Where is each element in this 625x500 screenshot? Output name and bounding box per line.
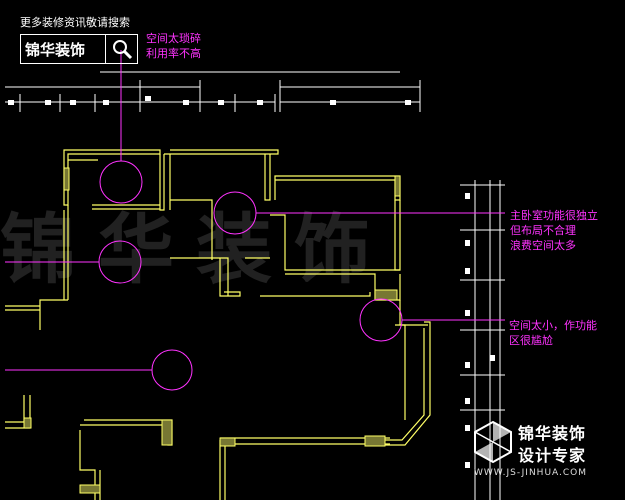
top-dimension-lines <box>5 71 421 112</box>
annotation-line: 空间太琐碎 <box>146 32 201 45</box>
dimension-ticks <box>8 96 411 105</box>
logo-name: 锦华装饰 <box>518 424 587 443</box>
logo-subtitle: 设计专家 <box>518 446 587 465</box>
annotation-line: 利用率不高 <box>146 47 201 60</box>
annotation-function-area: 空间太小，作功能 区很尴尬 <box>509 318 597 348</box>
annotation-master-bedroom: 主卧室功能很独立 但布局不合理 浪费空间太多 <box>510 208 598 253</box>
brand-logo: 锦华装饰 设计专家 WWW.JS-JINHUA.COM <box>470 416 620 486</box>
annotation-line: 区很尴尬 <box>509 334 553 347</box>
search-tip-text: 更多装修资讯敬请搜索 <box>20 16 130 29</box>
annotation-line: 但布局不合理 <box>510 224 576 237</box>
annotation-line: 空间太小，作功能 <box>509 319 597 332</box>
cube-logo-icon <box>474 420 512 464</box>
annotation-line: 浪费空间太多 <box>510 239 576 252</box>
search-icon <box>112 40 132 60</box>
annotation-markers <box>5 50 505 391</box>
brand-search-box[interactable]: 锦华装饰 <box>20 34 138 64</box>
annotation-line: 主卧室功能很独立 <box>510 209 598 222</box>
watermark-text: 锦华装饰 <box>0 205 392 294</box>
annotation-small-space: 空间太琐碎 利用率不高 <box>146 31 201 61</box>
logo-url: WWW.JS-JINHUA.COM <box>474 468 588 478</box>
wall-blocks <box>23 167 401 494</box>
search-button[interactable] <box>105 35 137 63</box>
walls <box>5 149 431 500</box>
right-dimension-ticks <box>465 193 495 468</box>
brand-name: 锦华装饰 <box>25 40 86 59</box>
